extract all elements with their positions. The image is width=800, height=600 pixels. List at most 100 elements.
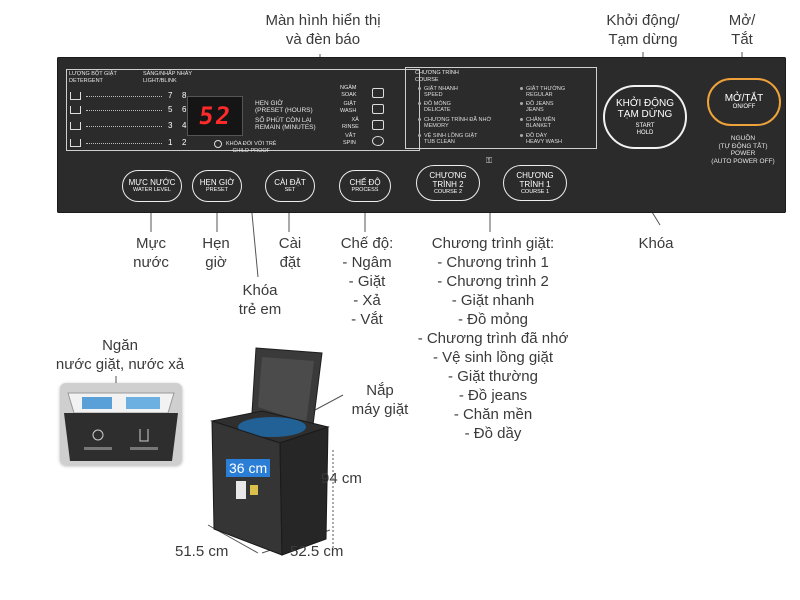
indicator-dot	[418, 102, 421, 106]
indicator-dot	[418, 134, 421, 138]
process-soak-en: SOAK	[341, 91, 357, 98]
set-button[interactable]: CÀI ĐẶT SET	[265, 170, 315, 202]
preset-callout: Hẹn giờ	[196, 234, 236, 272]
power-callout-line2: Tắt	[731, 31, 753, 48]
detergent-label: LƯỢNG BỘT GIẶT DETERGENT	[69, 71, 117, 84]
lcd-digits: 52	[196, 102, 234, 130]
blink-label: SÁNG/NHẤP NHÁY LIGHT/BLINK	[143, 71, 192, 84]
course-tubclean-vi: VỆ SINH LỒNG GIẶT	[424, 133, 478, 139]
process-button-en: PROCESS	[351, 187, 379, 193]
programs-callout-line10: - Chăn mền	[453, 406, 533, 423]
depth-dimension-label: 36 cm	[226, 459, 271, 477]
set-callout: Cài đặt	[270, 234, 310, 272]
set-button-en: SET	[284, 187, 296, 193]
detergent-drawer-photo	[60, 383, 182, 465]
wash-icon	[372, 104, 384, 114]
course-title: CHƯƠNG TRÌNH COURSE	[415, 70, 459, 83]
power-note-line3: POWER	[730, 150, 756, 157]
preset-hours-en: (PRESET (HOURS)	[255, 107, 313, 114]
course1-button-vi1: CHƯƠNG	[516, 170, 554, 180]
level-number-b: 4	[182, 121, 187, 130]
course2-button[interactable]: CHƯƠNG TRÌNH 2 COURSE 2	[416, 165, 480, 201]
course-memory-vi: CHƯƠNG TRÌNH ĐÃ NHỚ	[424, 117, 492, 123]
preset-button-en: PRESET	[205, 187, 228, 193]
programs-callout-line4: - Giặt nhanh	[451, 292, 535, 309]
course-regular-vi: GIẶT THƯỜNG	[526, 86, 566, 92]
water-level-button-en: WATER LEVEL	[133, 187, 171, 193]
course-jeans-vi: ĐỒ JEANS	[526, 101, 554, 107]
programs-callout-line7: - Vệ sinh lồng giặt	[432, 349, 554, 366]
preset-callout-line2: giờ	[205, 254, 227, 271]
preset-hours-vi: HẸN GIỜ	[255, 100, 283, 107]
water-level-callout: Mực nước	[126, 234, 176, 272]
process-soak-vi: NGÂM	[340, 85, 357, 91]
level-dots	[86, 96, 162, 97]
programs-callout-line9: - Đồ jeans	[458, 387, 528, 404]
course-memory-en: MEMORY	[424, 123, 449, 129]
course1-button-vi2: TRÌNH 1	[519, 179, 551, 189]
child-lock-vi: KHÓA ĐỔI VỚI TRẺ	[226, 141, 277, 147]
detergent-cup-icon	[70, 139, 81, 147]
indicator-dot	[520, 87, 523, 91]
lid-callout-line1: Nắp	[366, 382, 394, 399]
display-callout-line1: Màn hình hiển thị	[265, 12, 381, 29]
course2-button-vi2: TRÌNH 2	[432, 179, 464, 189]
detergent-cup-icon	[70, 106, 81, 114]
programs-callout-line6: - Chương trình đã nhớ	[417, 330, 569, 347]
level-dots	[86, 143, 162, 144]
width-dimension-label: 51.5 cm	[175, 543, 229, 560]
child-lock-callout-line2: trẻ em	[238, 301, 282, 318]
process-button[interactable]: CHẾ ĐỘ PROCESS	[339, 170, 391, 202]
process-button-vi: CHẾ ĐỘ	[349, 178, 381, 187]
programs-callout-line11: - Đồ dầy	[464, 425, 522, 442]
spin-icon	[372, 136, 384, 146]
level-number-a: 5	[168, 105, 173, 114]
course-delicate-en: DELICATE	[424, 107, 451, 113]
course-highlight-frame	[405, 67, 597, 149]
preset-button[interactable]: HẸN GIỜ PRESET	[192, 170, 242, 202]
level-number-a: 7	[168, 91, 173, 100]
preset-callout-line1: Hẹn	[202, 235, 230, 252]
process-spin-vi: VẮT	[345, 133, 356, 139]
blink-label-vi: SÁNG/NHẤP NHÁY	[143, 71, 193, 77]
indicator-dot	[520, 102, 523, 106]
water-level-button[interactable]: MỰC NƯỚC WATER LEVEL	[122, 170, 182, 202]
course-heavy-vi: ĐỒ DÀY	[526, 133, 548, 139]
lcd-display: 52	[187, 96, 243, 136]
programs-callout-line2: - Chương trình 1	[437, 254, 549, 271]
course1-button[interactable]: CHƯƠNG TRÌNH 1 COURSE 1	[503, 165, 567, 201]
start-callout-line1: Khởi động/	[606, 12, 680, 29]
course-speed-vi: GIẶT NHANH	[424, 86, 458, 92]
power-button[interactable]: MỞ/TẮT ON/OFF	[707, 78, 781, 126]
process-callout-line5: - Vắt	[351, 311, 383, 328]
detergent-cup-icon	[70, 92, 81, 100]
power-callout: Mở/ Tắt	[716, 11, 768, 49]
start-hold-button[interactable]: KHỞI ĐỘNG TẠM DỪNG START HOLD	[603, 85, 687, 149]
water-level-button-vi: MỰC NƯỚC	[128, 178, 176, 187]
display-highlight-frame	[66, 69, 420, 151]
level-number-b: 6	[182, 105, 187, 114]
start-button-vi1: KHỞI ĐỘNG	[615, 97, 675, 109]
washing-machine-illustration	[210, 347, 330, 556]
water-level-callout-line2: nước	[133, 254, 169, 271]
preset-hours-label: HẸN GIỜ (PRESET (HOURS)	[255, 100, 313, 114]
level-row: 1 2	[68, 138, 186, 150]
blink-label-en: LIGHT/BLINK	[143, 77, 177, 84]
child-lock-icon	[214, 140, 222, 148]
programs-callout-line3: - Chương trình 2	[437, 273, 549, 290]
indicator-dot	[520, 118, 523, 122]
course-title-vi: CHƯƠNG TRÌNH	[415, 70, 459, 76]
level-number-a: 3	[168, 121, 173, 130]
detergent-cup-icon	[70, 122, 81, 130]
start-callout-line2: Tạm dừng	[608, 31, 678, 48]
process-callout-line4: - Xả	[353, 292, 381, 309]
programs-callout: Chương trình giặt: - Chương trình 1 - Ch…	[408, 234, 578, 443]
indicator-dot	[520, 134, 523, 138]
process-item: NGÂM SOAK	[340, 85, 357, 98]
